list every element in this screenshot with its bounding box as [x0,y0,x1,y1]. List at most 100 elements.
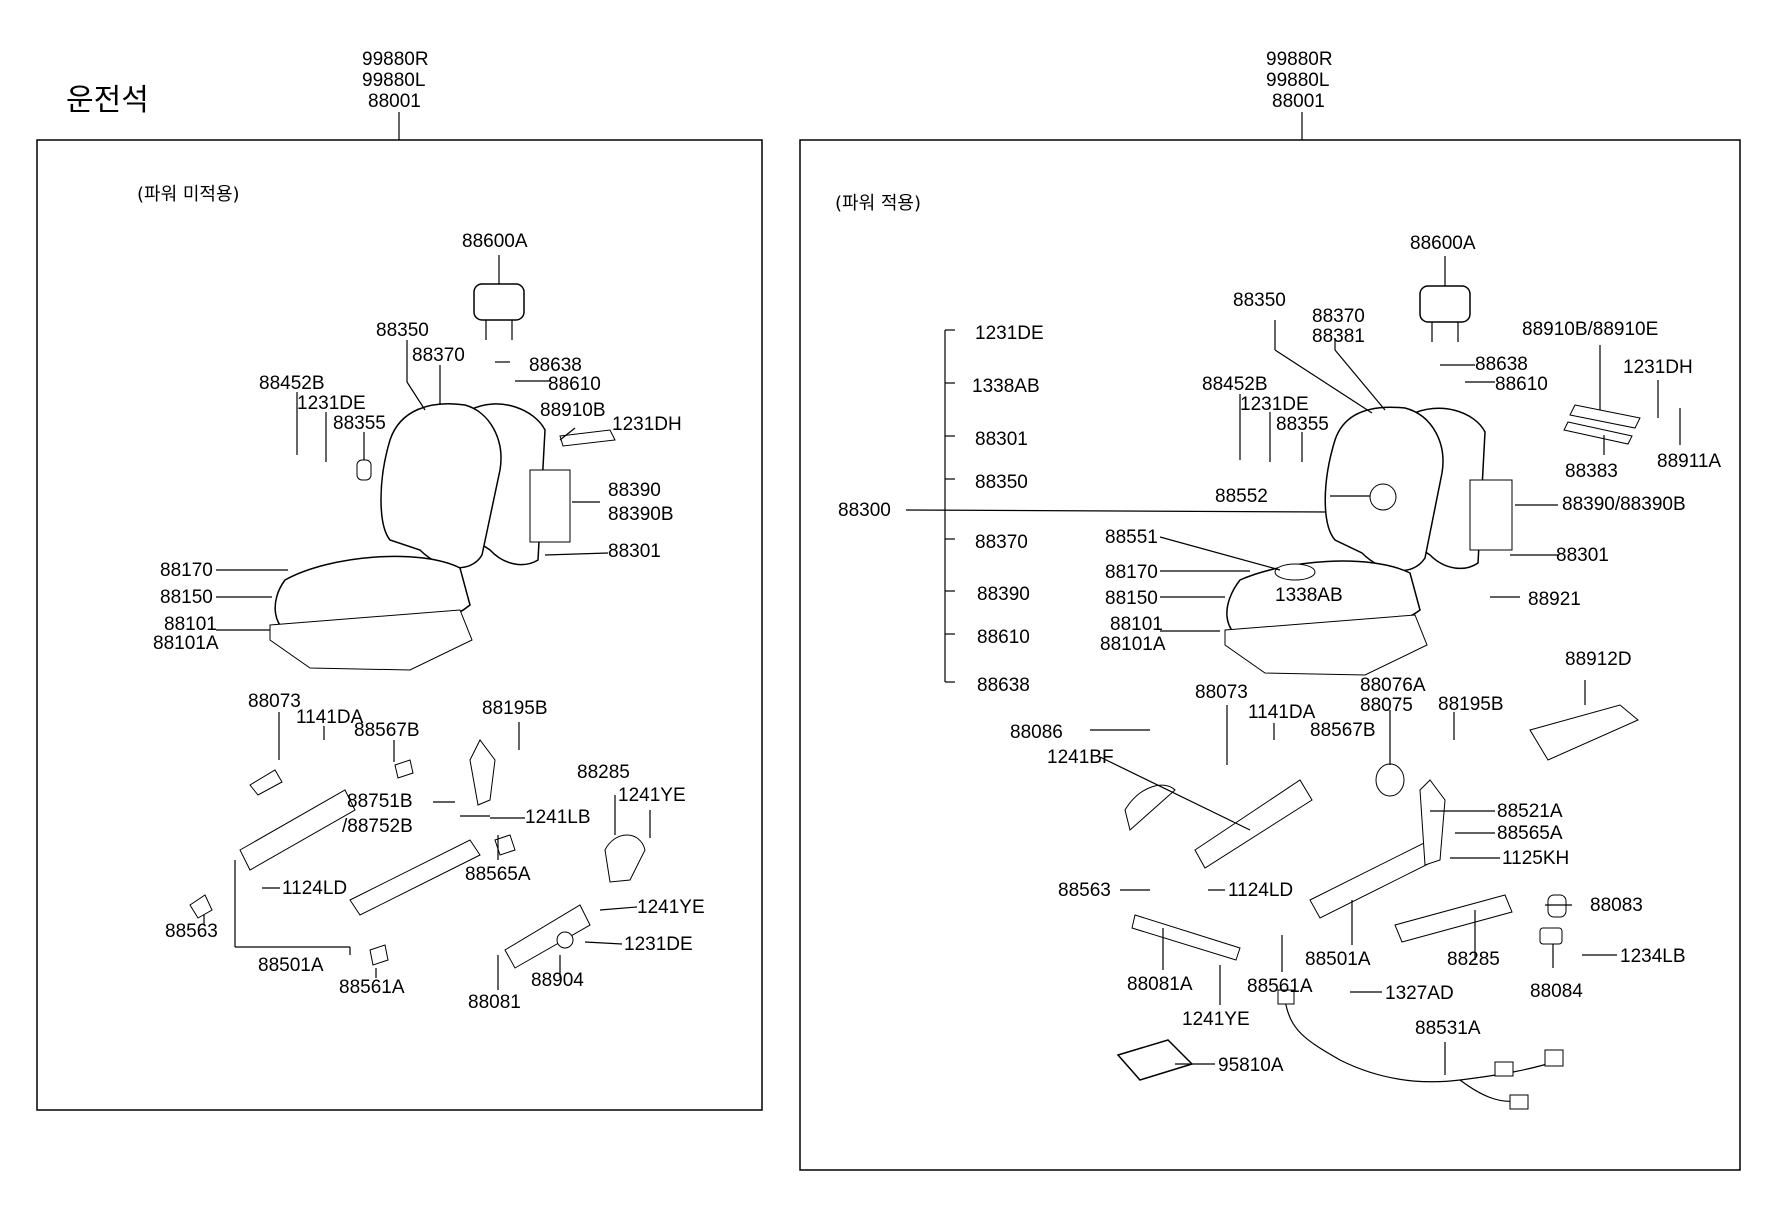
right-label-88285: 88285 [1447,949,1500,970]
right-rails-drawing [1124,763,1567,961]
left-rails-drawing [189,739,646,969]
assembly-item-88350: 88350 [975,472,1028,493]
left-label-88081: 88081 [468,992,521,1013]
left-header-code-3: 88001 [368,91,421,112]
left-label-88285: 88285 [577,762,630,783]
left-label-88904: 88904 [531,970,584,991]
left-label-88390B: 88390B [608,504,674,525]
right-label-88073: 88073 [1195,682,1248,703]
right-label-88531A: 88531A [1415,1018,1481,1039]
left-label-1241YE-a: 1241YE [618,785,686,806]
left-label-1231DH: 1231DH [612,414,682,435]
right-panel-frame [799,139,1741,1171]
left-label-1141DA: 1141DA [296,707,364,728]
left-label-88170: 88170 [160,560,213,581]
right-label-1231DH: 1231DH [1623,357,1693,378]
left-label-88751B: 88751B [347,791,413,812]
ecu-95810A-drawing [1116,1039,1194,1081]
88383-bracket-drawing [1563,421,1633,445]
right-panel: 99880R 99880L 88001 (파워 적용) 88300 1231DE… [799,49,1741,1171]
left-label-88150: 88150 [160,587,213,608]
left-label-88355: 88355 [333,413,386,434]
right-label-88150: 88150 [1105,588,1158,609]
left-label-88563: 88563 [165,921,218,942]
right-label-88390-88390B: 88390/88390B [1562,494,1686,515]
right-label-88370: 88370 [1312,306,1365,327]
right-cushion-drawing [1224,560,1428,676]
assembly-item-1338AB: 1338AB [972,376,1040,397]
right-label-1338AB: 1338AB [1275,585,1343,606]
left-header-code-1: 99880R [362,49,429,70]
right-label-88081A: 88081A [1127,974,1193,995]
right-headrest-drawing [1419,285,1471,342]
right-label-88567B: 88567B [1310,720,1376,741]
right-label-88638: 88638 [1475,354,1528,375]
right-label-88911A: 88911A [1657,451,1721,472]
left-label-1241LB: 1241LB [525,807,591,828]
harness-88531A-drawing [1277,989,1564,1110]
left-headrest-drawing [473,283,525,340]
right-label-88452B: 88452B [1202,374,1268,395]
assembly-item-88390: 88390 [977,584,1030,605]
left-label-88390: 88390 [608,480,661,501]
right-header-code-2: 99880L [1266,70,1329,91]
right-label-88551: 88551 [1105,527,1158,548]
assembly-item-88638: 88638 [977,675,1030,696]
right-label-88563: 88563 [1058,880,1111,901]
88910B-bracket-drawing [1569,404,1641,429]
right-label-88383: 88383 [1565,461,1618,482]
assembly-bracket [905,329,1331,683]
right-label-1241YE: 1241YE [1182,1009,1250,1030]
left-label-88301: 88301 [608,541,661,562]
assembly-item-1231DE: 1231DE [975,323,1044,344]
left-label-1124LD: 1124LD [282,878,347,899]
right-label-1231DE: 1231DE [1240,394,1309,415]
right-label-88350: 88350 [1233,290,1286,311]
left-label-88101: 88101 [164,614,217,635]
right-label-1327AD: 1327AD [1385,983,1454,1004]
right-label-88076A: 88076A [1360,675,1426,696]
left-header-code-2: 99880L [362,70,425,91]
left-panel-note: (파워 미적용) [137,184,240,205]
left-label-88561A: 88561A [339,977,405,998]
left-label-88752B: /88752B [342,816,413,837]
left-label-88350: 88350 [376,320,429,341]
left-label-88501A: 88501A [258,955,324,976]
left-label-88452B: 88452B [259,373,325,394]
88912D-mat-drawing [1529,704,1639,761]
left-label-88610: 88610 [548,374,601,395]
assembly-code: 88300 [838,500,891,521]
left-label-88101A: 88101A [153,633,219,654]
right-label-88075: 88075 [1360,695,1413,716]
right-label-88086: 88086 [1010,722,1063,743]
right-label-88301: 88301 [1556,545,1609,566]
left-label-88638: 88638 [529,355,582,376]
right-label-88355: 88355 [1276,414,1329,435]
right-header-code-3: 88001 [1272,91,1325,112]
left-label-88370: 88370 [412,345,465,366]
right-panel-note: (파워 적용) [835,193,921,214]
left-seatback-drawing [380,403,571,569]
left-label-88910B: 88910B [540,400,606,421]
left-label-88567B: 88567B [354,720,420,741]
left-label-88600A: 88600A [462,231,528,252]
88552-pad-drawing [1369,483,1397,511]
right-label-88610: 88610 [1495,374,1548,395]
left-label-1231DE-a: 1231DE [297,393,366,414]
right-label-1234LB: 1234LB [1620,946,1686,967]
right-label-1124LD: 1124LD [1228,880,1293,901]
right-label-95810A: 95810A [1218,1055,1284,1076]
right-label-88910B-88910E: 88910B/88910E [1522,319,1658,340]
right-label-88381: 88381 [1312,326,1365,347]
right-label-88084: 88084 [1530,981,1583,1002]
right-label-88083: 88083 [1590,895,1643,916]
right-label-1141DA: 1141DA [1248,702,1316,723]
assembly-item-88610: 88610 [977,627,1030,648]
right-label-88170: 88170 [1105,562,1158,583]
right-label-88101A: 88101A [1100,634,1166,655]
right-label-1241BF: 1241BF [1047,747,1114,768]
page-title: 운전석 [66,83,149,118]
assembly-item-88370: 88370 [975,532,1028,553]
right-label-88195B: 88195B [1438,694,1504,715]
